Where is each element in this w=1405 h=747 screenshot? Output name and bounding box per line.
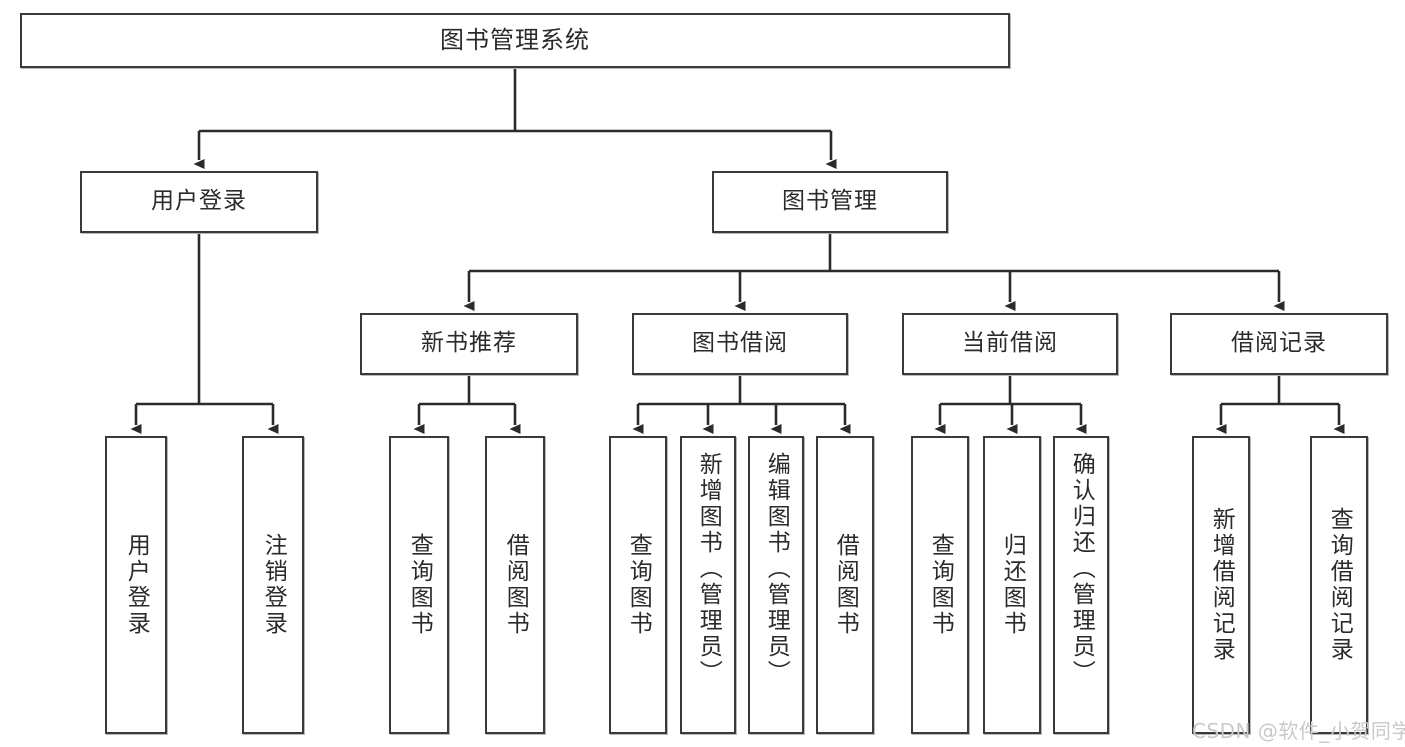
node-label: 查询图书 bbox=[927, 533, 954, 637]
leaf-confirm-return-admin[interactable]: 确认归还（管理员） bbox=[1053, 436, 1109, 734]
node-label: 归还图书 bbox=[999, 533, 1026, 637]
leaf-return-book[interactable]: 归还图书 bbox=[983, 436, 1041, 734]
node-label: 用户登录 bbox=[151, 188, 247, 215]
leaf-borrow-book[interactable]: 借阅图书 bbox=[816, 436, 874, 734]
node-label: 查询图书 bbox=[625, 533, 652, 637]
leaf-query-borrow-record[interactable]: 查询借阅记录 bbox=[1310, 436, 1368, 734]
node-label: 新增图书（管理员） bbox=[695, 452, 722, 686]
leaf-user-logout[interactable]: 注销登录 bbox=[242, 436, 304, 734]
node-label: 借阅图书 bbox=[832, 533, 859, 637]
csdn-watermark: CSDN @软件_小贺同学 bbox=[1192, 719, 1405, 743]
node-book-manage[interactable]: 图书管理 bbox=[712, 171, 948, 233]
node-label: 用户登录 bbox=[123, 533, 150, 637]
leaf-query-book-recommend[interactable]: 查询图书 bbox=[389, 436, 449, 734]
leaf-edit-book-admin[interactable]: 编辑图书（管理员） bbox=[748, 436, 804, 734]
node-label: 查询借阅记录 bbox=[1326, 507, 1353, 663]
node-label: 图书借阅 bbox=[692, 330, 788, 357]
leaf-user-login[interactable]: 用户登录 bbox=[105, 436, 167, 734]
node-current-borrow[interactable]: 当前借阅 bbox=[902, 313, 1118, 375]
node-label: 编辑图书（管理员） bbox=[763, 452, 790, 686]
node-label: 查询图书 bbox=[406, 533, 433, 637]
node-label: 借阅记录 bbox=[1231, 330, 1327, 357]
node-label: 新增借阅记录 bbox=[1208, 507, 1235, 663]
node-label: 图书管理 bbox=[782, 188, 878, 215]
node-label: 当前借阅 bbox=[962, 330, 1058, 357]
node-new-book-recommend[interactable]: 新书推荐 bbox=[360, 313, 578, 375]
node-user-login[interactable]: 用户登录 bbox=[80, 171, 318, 233]
node-root-system[interactable]: 图书管理系统 bbox=[20, 13, 1010, 68]
leaf-query-book-borrow[interactable]: 查询图书 bbox=[609, 436, 667, 734]
node-borrow-record[interactable]: 借阅记录 bbox=[1170, 313, 1388, 375]
node-label: 注销登录 bbox=[260, 533, 287, 637]
leaf-add-book-admin[interactable]: 新增图书（管理员） bbox=[680, 436, 736, 734]
node-book-borrow[interactable]: 图书借阅 bbox=[632, 313, 848, 375]
leaf-borrow-book-recommend[interactable]: 借阅图书 bbox=[485, 436, 545, 734]
leaf-query-book-current[interactable]: 查询图书 bbox=[911, 436, 969, 734]
leaf-add-borrow-record[interactable]: 新增借阅记录 bbox=[1192, 436, 1250, 734]
node-label: 借阅图书 bbox=[502, 533, 529, 637]
node-label: 图书管理系统 bbox=[440, 26, 590, 55]
node-label: 新书推荐 bbox=[421, 330, 517, 357]
node-label: 确认归还（管理员） bbox=[1068, 452, 1095, 686]
